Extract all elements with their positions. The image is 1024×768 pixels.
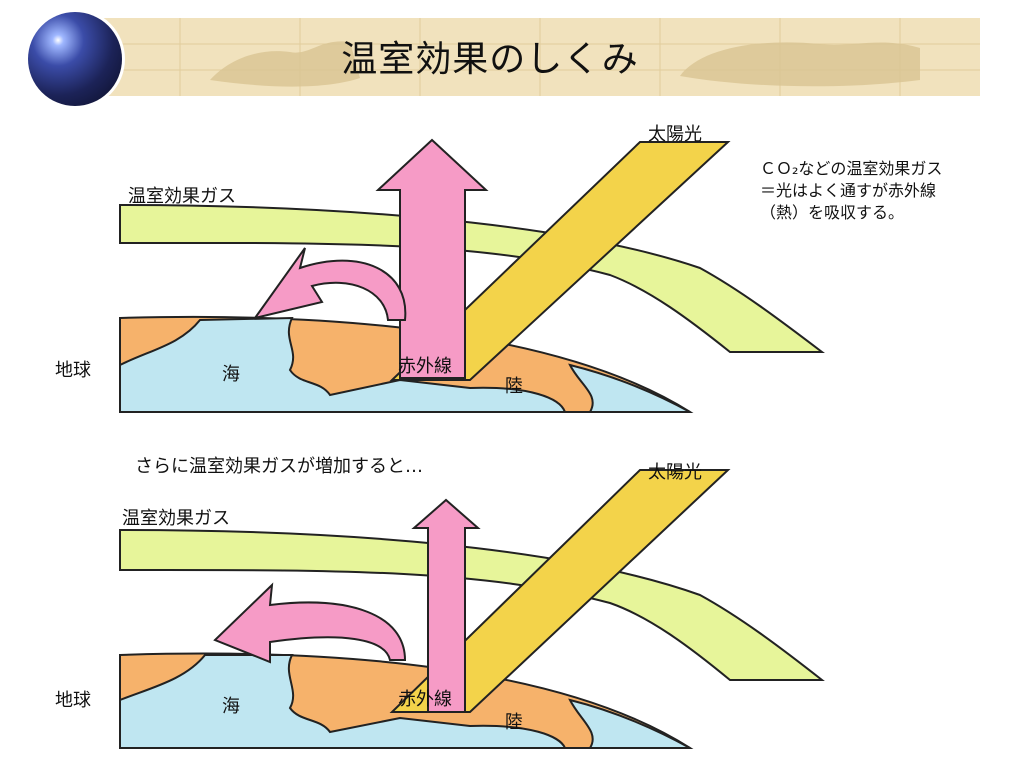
sunlight-band-top: [389, 141, 731, 381]
land-label-top: 陸: [505, 376, 523, 397]
earth-label-top: 地球: [55, 360, 91, 381]
sea-top: [119, 316, 567, 413]
sunlight-label-bottom: 太陽光: [648, 462, 702, 483]
note-line-1: ＣＯ₂などの温室効果ガス: [760, 159, 943, 178]
sea-bottom: [119, 654, 567, 749]
earth-label-bottom: 地球: [55, 690, 91, 711]
infrared-arrow-back-top: [252, 247, 407, 321]
infrared-arrow-back-bottom: [213, 582, 407, 664]
land-label-bottom: 陸: [505, 712, 523, 733]
infrared-arrow-up-bottom: [411, 498, 481, 713]
gas-label-bottom: 温室効果ガス: [122, 508, 230, 529]
sunlight-band-bottom: [389, 469, 731, 713]
globe-icon: [28, 12, 122, 106]
infrared-label-top: 赤外線: [398, 356, 452, 377]
bottom-caption: さらに温室効果ガスが増加すると…: [135, 456, 423, 477]
sea-label-bottom: 海: [222, 696, 240, 717]
note-line-3: （熱）を吸収する。: [760, 203, 905, 222]
world-map-decoration: [60, 18, 980, 96]
sea-bottom-right: [568, 698, 691, 749]
page-title: 温室効果のしくみ: [341, 39, 639, 80]
sea-top-right: [568, 363, 691, 413]
note-line-2: ＝光はよく通すが赤外線: [760, 181, 937, 200]
sunlight-label-top: 太陽光: [648, 124, 702, 145]
gas-label-top: 温室効果ガス: [128, 186, 236, 207]
infrared-label-bottom: 赤外線: [398, 689, 452, 710]
title-banner: [60, 18, 980, 96]
sea-label-top: 海: [222, 364, 240, 385]
